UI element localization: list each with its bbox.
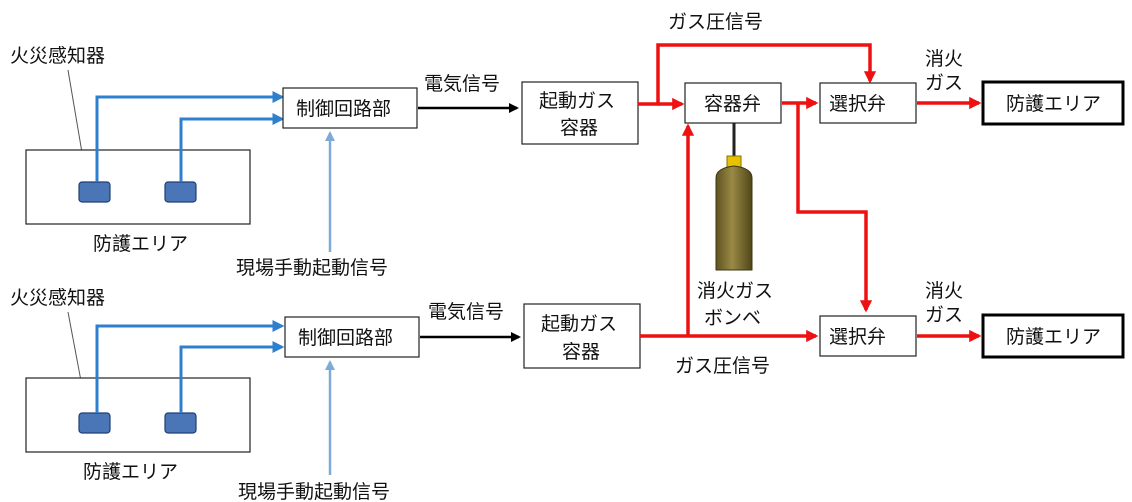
top-starter-gas-line1: 起動ガス	[539, 90, 615, 112]
bottom-starter-gas-box	[523, 303, 641, 369]
top-manual-signal-label: 現場手動起動信号	[236, 257, 388, 279]
bottom-selector-valve-label: 選択弁	[829, 326, 886, 348]
top-sensor-1-signal-line	[95, 91, 285, 182]
bottom-selector-valve-box	[819, 315, 917, 357]
top-protected-area-box	[25, 149, 251, 225]
top-target-area-label: 防護エリア	[1006, 93, 1101, 115]
bottom-extinguish-gas-line2: ガス	[925, 304, 963, 326]
top-gas-pressure-signal-label: ガス圧信号	[668, 11, 763, 33]
bottom-control-unit-box	[284, 316, 420, 358]
top-fire-sensor-2	[164, 181, 197, 203]
bottom-sensor-1-signal-line	[95, 320, 285, 413]
bottom-target-area-box	[981, 313, 1125, 359]
top-system: 火災感知器 防護エリア 制御回路部 現場手動起動信号 電気信号 起動ガス 容器 …	[10, 11, 1125, 279]
bottom-gas-pressure-signal-label: ガス圧信号	[675, 355, 770, 377]
extinguishing-gas-cylinder-group: 消火ガス ボンベ	[697, 103, 873, 329]
bottom-fire-sensor-2	[164, 412, 197, 434]
top-fire-sensor-1	[78, 181, 111, 203]
cylinder-label-line2: ボンベ	[704, 307, 761, 329]
top-extinguish-gas-line2: ガス	[925, 72, 963, 94]
top-starter-gas-box	[521, 81, 639, 145]
bottom-fire-sensor-1	[78, 412, 111, 434]
container-valve-label: 容器弁	[704, 93, 761, 115]
bottom-control-unit-label: 制御回路部	[298, 327, 393, 349]
bottom-protected-area-box	[25, 377, 251, 453]
bottom-fire-detector-label: 火災感知器	[10, 287, 105, 309]
bottom-sensor-2-signal-line	[179, 341, 285, 413]
valve-to-bottom-selector-line	[796, 103, 873, 313]
top-selector-valve-box	[819, 82, 917, 124]
top-sensor-2-signal-line	[179, 113, 285, 182]
top-starter-gas-line2: 容器	[560, 117, 598, 139]
bottom-starter-gas-line2: 容器	[562, 341, 600, 363]
bottom-electric-signal-label: 電気信号	[428, 301, 504, 323]
bottom-starter-gas-line1: 起動ガス	[541, 313, 617, 335]
container-valve-box	[684, 82, 782, 124]
bottom-extinguish-gas-line1: 消火	[925, 280, 963, 302]
extinguishing-gas-cylinder	[715, 165, 753, 271]
top-selector-valve-label: 選択弁	[829, 93, 886, 115]
top-control-unit-box	[282, 87, 418, 129]
top-extinguish-gas-line1: 消火	[925, 48, 963, 70]
top-electric-signal-label: 電気信号	[424, 73, 500, 95]
top-gas-pressure-line	[638, 43, 877, 106]
top-protected-area-label: 防護エリア	[93, 233, 188, 255]
top-control-unit-label: 制御回路部	[296, 98, 391, 120]
bottom-target-area-label: 防護エリア	[1006, 326, 1101, 348]
cylinder-label-line1: 消火ガス	[697, 280, 773, 302]
bottom-system: 火災感知器 防護エリア 制御回路部 現場手動起動信号 電気信号 起動ガス 容器 …	[10, 123, 1125, 502]
bottom-manual-signal-label: 現場手動起動信号	[238, 481, 390, 502]
top-target-area-box	[981, 80, 1125, 126]
bottom-protected-area-label: 防護エリア	[83, 461, 178, 483]
top-fire-detector-label: 火災感知器	[10, 45, 105, 67]
